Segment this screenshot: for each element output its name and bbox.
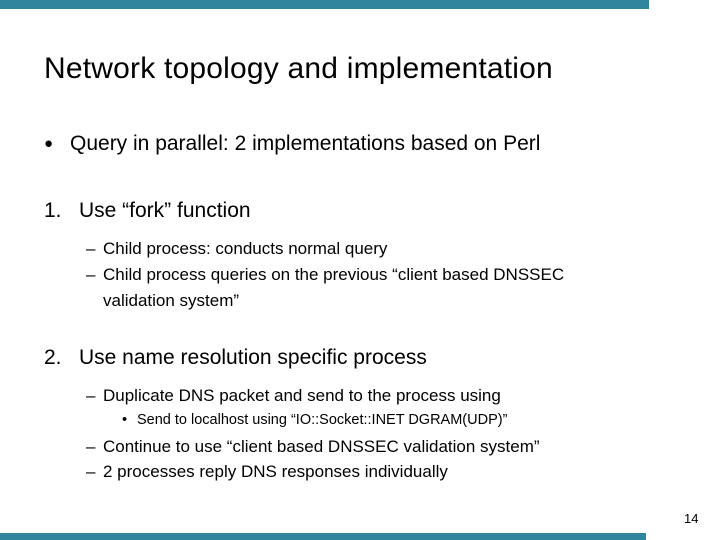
- slide-title: Network topology and implementation: [44, 52, 553, 85]
- bottom-accent-bar: [0, 533, 646, 540]
- dash-icon: –: [86, 239, 96, 258]
- intro-bullet-text: Query in parallel: 2 implementations bas…: [70, 132, 541, 155]
- section-1-item-2: – Child process queries on the previous …: [86, 262, 603, 314]
- top-accent-bar: [0, 0, 649, 9]
- section-1-heading: 1. Use “fork” function: [44, 197, 251, 224]
- section-2-item-2: – Continue to use “client based DNSSEC v…: [86, 434, 540, 460]
- small-bullet-icon: •: [122, 412, 128, 428]
- dash-icon: –: [86, 437, 96, 456]
- section-2-heading: 2. Use name resolution specific process: [44, 344, 427, 371]
- page-number: 14: [684, 511, 699, 526]
- intro-bullet: ● Query in parallel: 2 implementations b…: [44, 130, 540, 157]
- section-2-item-3: – 2 processes reply DNS responses indivi…: [86, 459, 448, 485]
- section-2-item-1-subitem: • Send to localhost using “IO::Socket::I…: [122, 409, 507, 431]
- section-2-item-2-text: Continue to use “client based DNSSEC val…: [103, 437, 540, 456]
- section-2-item-1: – Duplicate DNS packet and send to the p…: [86, 383, 501, 409]
- section-2-item-3-text: 2 processes reply DNS responses individu…: [103, 462, 448, 481]
- bullet-circle-icon: ●: [44, 135, 54, 152]
- section-2-item-1-text: Duplicate DNS packet and send to the pro…: [103, 386, 501, 405]
- section-1-item-1-text: Child process: conducts normal query: [103, 239, 388, 258]
- section-1-number: 1.: [44, 199, 62, 222]
- section-1-heading-text: Use “fork” function: [79, 199, 251, 222]
- dash-icon: –: [86, 386, 96, 405]
- section-1-item-1: – Child process: conducts normal query: [86, 236, 387, 262]
- section-2-number: 2.: [44, 346, 62, 369]
- section-1-item-2-text: Child process queries on the previous “c…: [103, 265, 565, 310]
- section-2-heading-text: Use name resolution specific process: [79, 346, 427, 369]
- dash-icon: –: [86, 265, 96, 284]
- section-2-subitem-text: Send to localhost using “IO::Socket::INE…: [137, 412, 508, 428]
- dash-icon: –: [86, 462, 96, 481]
